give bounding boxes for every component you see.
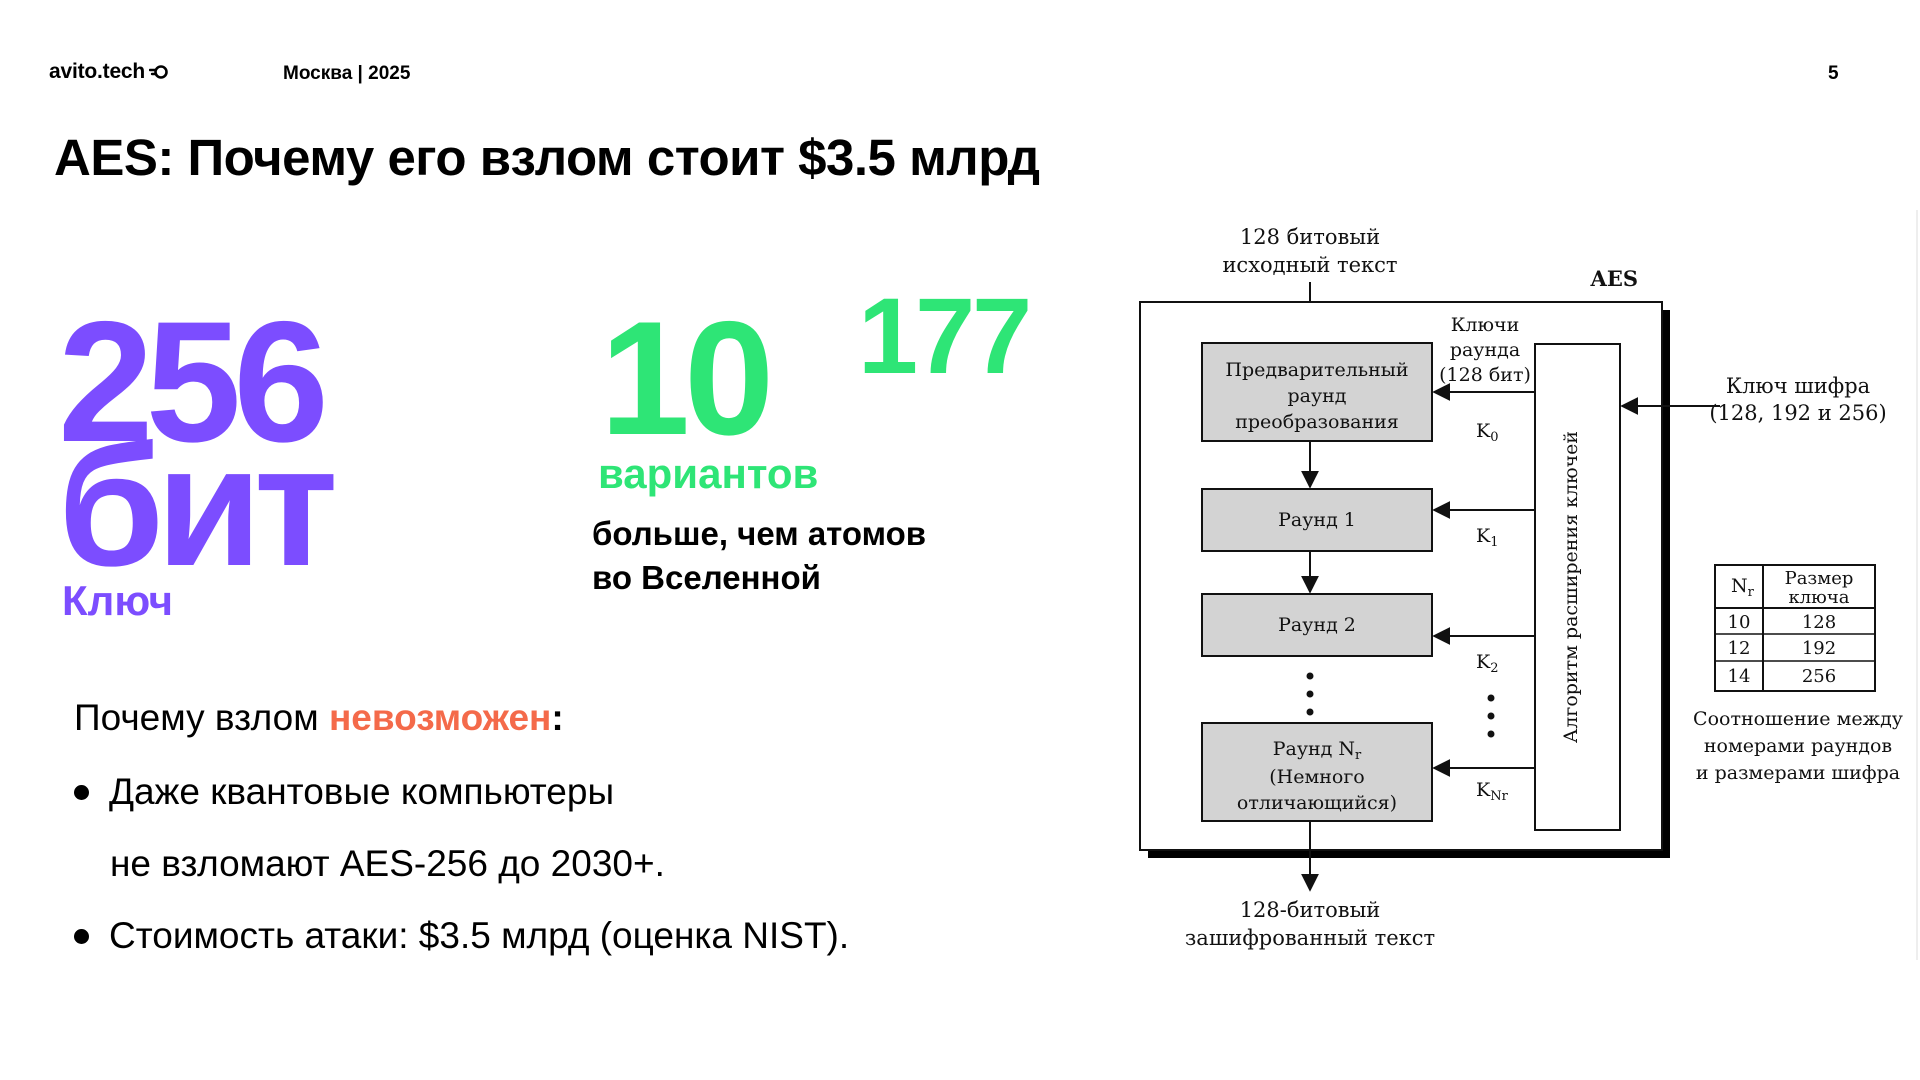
- round-2-box: [1201, 593, 1433, 657]
- table-border: [1714, 564, 1876, 692]
- table-cell: 14: [1728, 666, 1751, 687]
- table-caption-line-2: номерами раундов: [1704, 735, 1892, 757]
- table-caption-line-1: Соотношение между: [1693, 708, 1903, 730]
- round-last-line-3: отличающийся): [1237, 792, 1397, 814]
- key-expansion-box: [1534, 343, 1621, 831]
- bullet-dot-icon: [74, 928, 89, 944]
- logo-text: avito.tech: [49, 60, 146, 83]
- table-header-size-1: Размер: [1785, 568, 1854, 589]
- table-cell: 256: [1802, 666, 1836, 687]
- page-number: 5: [1828, 63, 1839, 84]
- bullet-cost-text: Стоимость атаки: $3.5 млрд (оценка NIST)…: [109, 915, 850, 956]
- pre-round-line-3: преобразования: [1235, 411, 1399, 433]
- round-2-label: Раунд 2: [1278, 614, 1356, 636]
- bullet-quantum-line-1: Даже квантовые компьютеры: [109, 771, 615, 812]
- why-highlight: невозможен: [328, 697, 552, 738]
- key-expansion-label: Алгоритм расширения ключей: [1560, 431, 1582, 743]
- round-keys-line-3: (128 бит): [1439, 364, 1531, 386]
- variants-comparison: больше, чем атомов во Вселенной: [592, 512, 926, 600]
- logo-mark-icon: [149, 65, 168, 79]
- bullet-quantum: Даже квантовые компьютеры: [74, 771, 614, 813]
- variants-exponent: 177: [858, 275, 1032, 396]
- output-text-line-1: 128-битовый: [1240, 898, 1381, 922]
- comparison-line-2: во Вселенной: [592, 559, 821, 596]
- round-1-label: Раунд 1: [1278, 509, 1356, 531]
- round-keys-line-1: Ключи: [1451, 314, 1520, 336]
- bullet-cost: Стоимость атаки: $3.5 млрд (оценка NIST)…: [74, 915, 849, 957]
- bullet-quantum-line-2: не взломают AES-256 до 2030+.: [110, 843, 665, 884]
- ellipsis-dot: [1306, 690, 1314, 698]
- key-ellipsis-dot: [1487, 712, 1495, 720]
- round-last-line-1: Раунд Nr: [1273, 738, 1362, 763]
- ellipsis-dot: [1306, 708, 1314, 716]
- table-caption-line-3: и размерами шифра: [1696, 762, 1900, 784]
- rounds-key-table: Nr Размер ключа 10 128 12 192 14 256: [1714, 564, 1876, 692]
- pre-round-line-2: раунд: [1287, 385, 1346, 407]
- input-text-line-1: 128 битовый: [1240, 225, 1380, 249]
- key-ellipsis-dot: [1487, 730, 1495, 738]
- pre-round-line-1: Предварительный: [1225, 359, 1408, 381]
- k1-label: K1: [1476, 525, 1498, 550]
- comparison-line-1: больше, чем атомов: [592, 515, 927, 552]
- aes-label: AES: [1590, 266, 1638, 291]
- table-cell: 192: [1802, 638, 1836, 659]
- table-cell: 10: [1728, 612, 1751, 633]
- key-label: Ключ: [62, 577, 173, 624]
- avito-tech-logo: avito.tech: [49, 60, 169, 84]
- key-size-value: 256: [58, 286, 329, 478]
- pre-round-box: [1201, 342, 1433, 442]
- k0-label: K0: [1476, 420, 1498, 445]
- variants-base: 10: [600, 288, 774, 469]
- location-year: Москва | 2025: [283, 63, 411, 84]
- round-last-box: [1201, 722, 1433, 822]
- table-header-nr: Nr: [1731, 575, 1755, 600]
- variants-label: вариантов: [598, 450, 819, 497]
- cipher-key-line-1: Ключ шифра: [1726, 374, 1870, 398]
- table-cell: 128: [1802, 612, 1836, 633]
- why-prefix: Почему взлом: [74, 697, 329, 738]
- key-size-unit: бит: [58, 410, 338, 602]
- output-text-line-2: зашифрованный текст: [1185, 926, 1435, 950]
- ellipsis-dot: [1306, 672, 1314, 680]
- key-ellipsis-dot: [1487, 694, 1495, 702]
- bullet-dot-icon: [74, 784, 89, 800]
- table-header-size-2: ключа: [1789, 587, 1850, 608]
- knr-label: KNr: [1476, 779, 1509, 804]
- k2-label: K2: [1476, 651, 1498, 676]
- round-keys-line-2: раунда: [1450, 339, 1520, 361]
- why-suffix: :: [551, 697, 564, 738]
- input-text-line-2: исходный текст: [1222, 253, 1397, 277]
- why-heading: Почему взлом невозможен:: [74, 697, 564, 739]
- aes-diagram: 128 битовый исходный текст AES Предварит…: [1139, 210, 1918, 960]
- cipher-key-line-2: (128, 192 и 256): [1709, 401, 1886, 425]
- page-title: AES: Почему его взлом стоит $3.5 млрд: [54, 129, 1040, 186]
- table-cell: 12: [1728, 638, 1751, 659]
- round-last-line-2: (Немного: [1269, 766, 1365, 788]
- round-1-box: [1201, 488, 1433, 552]
